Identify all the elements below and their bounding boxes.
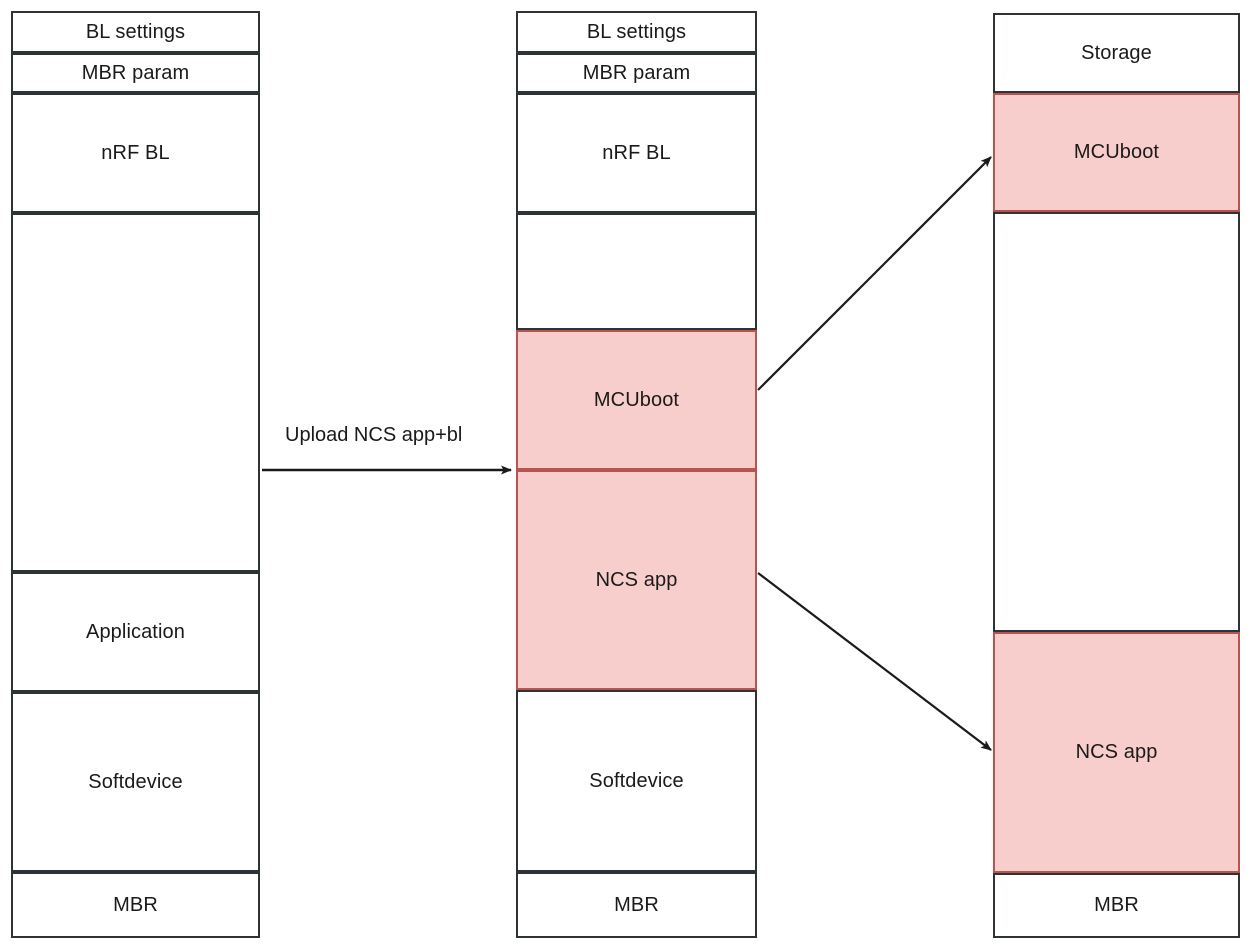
arrow-ncs-app-relocation bbox=[757, 572, 992, 751]
cell-mbr-ncs[interactable]: MBR bbox=[993, 873, 1240, 938]
arrow-label-upload-ncs-app-bl: Upload NCS app+bl bbox=[281, 424, 467, 447]
cell-free-space-upload[interactable] bbox=[516, 213, 757, 330]
cell-free-space-ncs[interactable] bbox=[993, 212, 1240, 632]
arrow-mcuboot-relocation bbox=[757, 156, 992, 391]
cell-mbr-upload[interactable]: MBR bbox=[516, 872, 757, 938]
cell-ncs-app-ncs[interactable]: NCS app bbox=[993, 632, 1240, 873]
cell-nrf-bl-upload[interactable]: nRF BL bbox=[516, 93, 757, 213]
cell-softdevice-legacy[interactable]: Softdevice bbox=[11, 692, 260, 872]
cell-free-space-legacy[interactable] bbox=[11, 213, 260, 572]
cell-softdevice-upload[interactable]: Softdevice bbox=[516, 690, 757, 872]
cell-application-legacy[interactable]: Application bbox=[11, 572, 260, 692]
